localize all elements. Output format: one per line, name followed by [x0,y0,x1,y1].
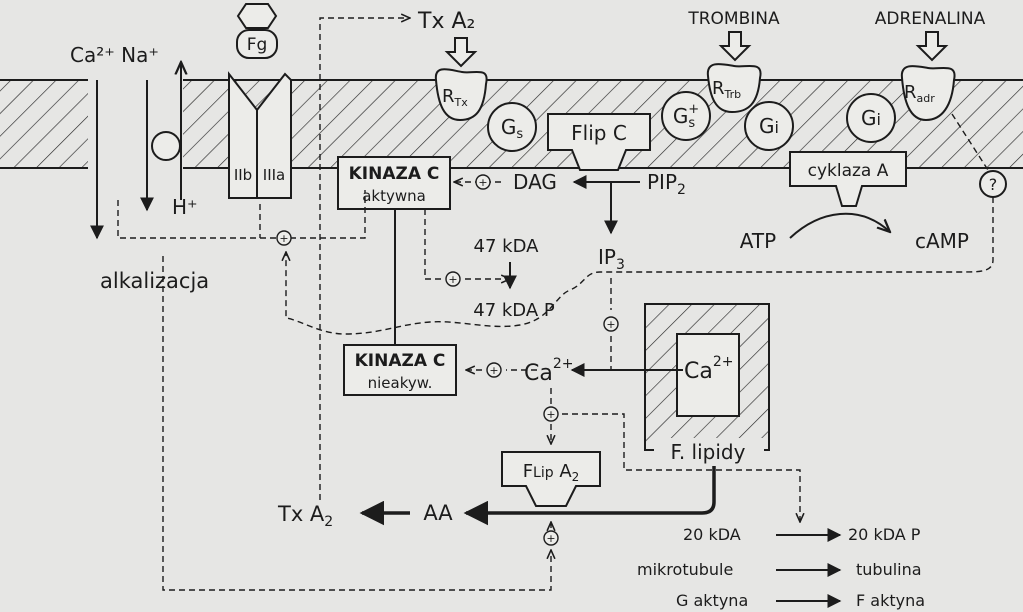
iib-label: IIb [234,166,252,184]
receptor-adr [900,65,956,122]
svg-text:+: + [478,176,487,189]
flip-c-enzyme [547,113,651,171]
iiia-label: IIIa [263,166,285,184]
svg-text:+: + [546,408,555,421]
kinaza-c-active-line2: aktywna [362,187,426,205]
txa2-bottom-label: Tx A2 [277,502,333,530]
gi-label-1: Gi [759,114,779,138]
activation-markers: + + + + + + + [276,174,619,546]
txa2-top-label: Tx A₂ [417,9,475,34]
svg-text:+: + [546,532,555,545]
f-lipidy-label: F. lipidy [671,440,746,464]
agonist-arrows [444,31,949,68]
tubulina-label: tubulina [856,560,922,579]
kinaza-c-active-line1: KINAZA C [349,164,440,184]
gs-plus-label: Gs+ [673,102,699,131]
question-label: ? [989,175,998,194]
gi-label-2: Gi [861,106,881,130]
dag-label: DAG [513,170,557,194]
gi-protein-2 [846,93,896,143]
svg-text:+: + [448,273,457,286]
f-aktyna-label: F aktyna [856,591,925,610]
ip3-label: IP3 [598,245,625,273]
calcium-store [644,303,770,451]
gs-plus-protein [661,91,711,141]
kinaza-c-active-box [337,156,451,210]
gi-protein-1 [744,101,794,151]
f-lipidy-bg [654,438,764,464]
gs-protein [487,102,537,152]
svg-text:+: + [279,232,288,245]
ion-channel [88,62,183,240]
gp-iib-iiia-receptor [228,3,292,199]
svg-text:+: + [606,318,615,331]
atp-label: ATP [740,229,776,253]
cyklaza-a-label: cyklaza A [808,161,889,181]
ca-cyto-label: Ca2+ [524,356,573,386]
atp-to-camp-arrow [789,212,890,239]
kinaza-c-inactive-line2: nieakyw. [368,374,433,392]
kinaza-c-inactive-box [343,344,457,396]
adrenalina-label: ADRENALINA [875,9,986,29]
kda20p-label: 20 kDA P [848,525,921,544]
camp-label: cAMP [915,229,969,253]
fg-label: Fg [247,35,268,55]
dashed-pathways [117,18,994,591]
receptor-trb [706,63,762,114]
trombina-label: TROMBINA [687,9,780,29]
flipa2-enzyme [501,451,601,507]
aa-label: AA [423,501,453,525]
adr-to-question-dash [951,113,989,171]
receptor-tx [434,68,488,122]
pip2-label: PIP2 [647,170,686,198]
kinaza-c-inactive-line1: KINAZA C [355,351,446,371]
cyklaza-a-enzyme [789,151,907,207]
ca-na-label: Ca²⁺ Na⁺ [70,43,159,67]
kda47p-label: 47 kDA P [473,300,555,321]
ca-store-label: Ca2+ [684,354,733,384]
kda47-label: 47 kDA [474,236,540,257]
flipa2-label: FLip A2 [523,461,580,484]
g-aktyna-label: G aktyna [676,591,748,610]
mikrotubule-label: mikrotubule [637,560,733,579]
flip-c-label: Flip C [571,121,627,145]
h-plus-label: H⁺ [172,195,198,219]
alkalizacja-label: alkalizacja [100,269,209,293]
svg-text:+: + [489,364,498,377]
lipid-to-aa-arrow [463,466,716,526]
kda20-label: 20 kDA [683,525,741,544]
